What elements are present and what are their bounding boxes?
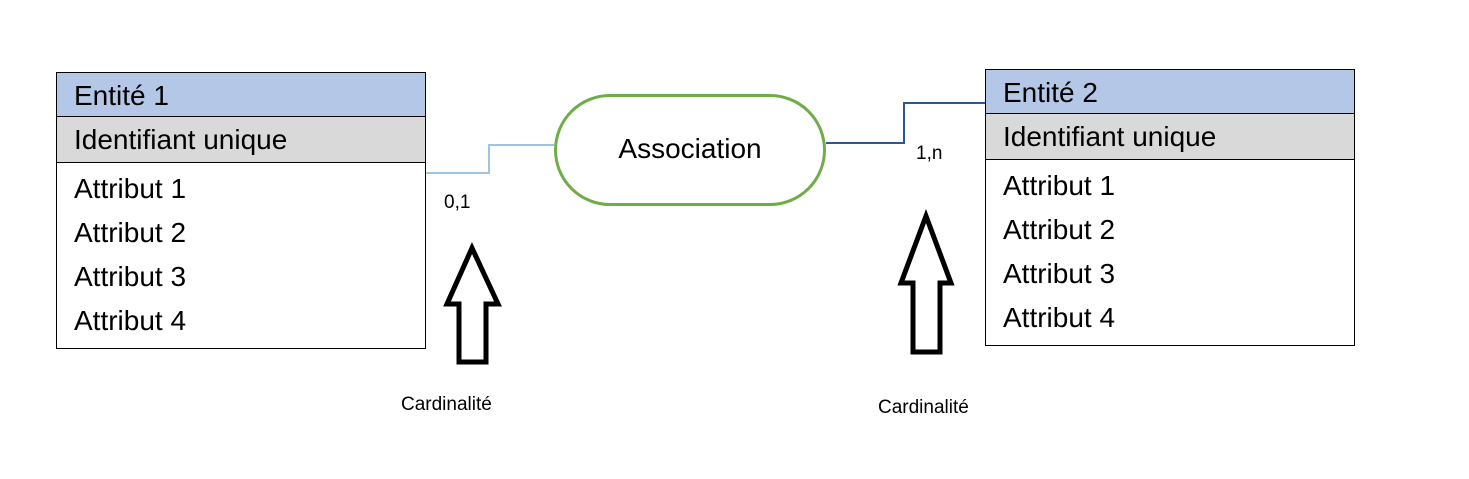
entity-1-identifier: Identifiant unique	[57, 117, 425, 163]
link-entity1-association	[426, 144, 554, 174]
entity-1-attributes: Attribut 1 Attribut 2 Attribut 3 Attribu…	[57, 163, 425, 343]
entity-1-attribute: Attribut 2	[74, 217, 187, 248]
cardinality-right-caption: Cardinalité	[878, 397, 969, 418]
cardinality-left-value: 0,1	[444, 192, 471, 213]
link-association-entity2	[826, 102, 985, 144]
entity-2-identifier: Identifiant unique	[986, 114, 1354, 160]
entity-2-title: Entité 2	[986, 70, 1354, 114]
entity-2-attributes: Attribut 1 Attribut 2 Attribut 3 Attribu…	[986, 160, 1354, 340]
entity-1-attribute: Attribut 4	[74, 305, 187, 336]
entity-1-attribute: Attribut 3	[74, 261, 187, 292]
cardinality-right-value: 1,n	[916, 143, 943, 164]
entity-2-attribute: Attribut 1	[1003, 170, 1116, 201]
entity-1-attribute: Attribut 1	[74, 173, 187, 204]
entity-2: Entité 2 Identifiant unique Attribut 1 A…	[985, 69, 1355, 346]
association-node: Association	[554, 94, 826, 206]
entity-2-attribute: Attribut 2	[1003, 214, 1116, 245]
entity-2-attribute: Attribut 4	[1003, 302, 1116, 333]
entity-1: Entité 1 Identifiant unique Attribut 1 A…	[56, 72, 426, 349]
entity-2-attribute: Attribut 3	[1003, 258, 1116, 289]
cardinality-left-caption: Cardinalité	[401, 394, 492, 415]
entity-1-title: Entité 1	[57, 73, 425, 117]
arrow-up-icon	[897, 208, 955, 355]
arrow-up-icon	[443, 241, 502, 365]
